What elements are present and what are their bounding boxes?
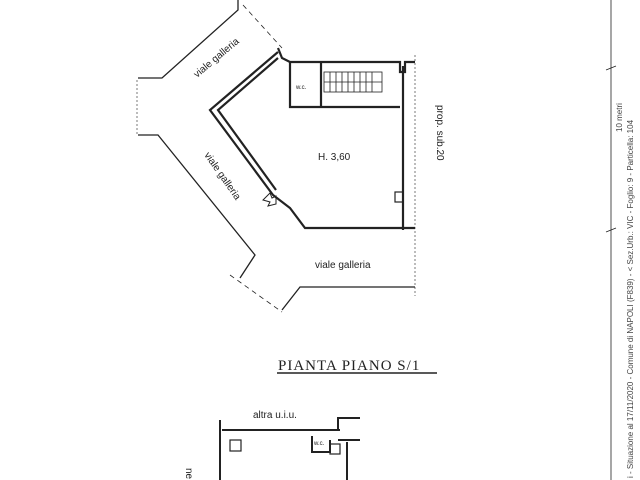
lower-plan-walls xyxy=(219,417,360,480)
lower-side-label: ne xyxy=(183,468,194,480)
street-label: viale galleria xyxy=(192,36,242,80)
floor-title: PIANTA PIANO S/1 xyxy=(278,358,420,374)
cadastral-info: i - Situazione al 17/11/2020 - Comune di… xyxy=(626,119,635,478)
street-label: viale galleria xyxy=(315,260,371,271)
street-outline xyxy=(138,134,256,279)
stairs xyxy=(323,71,383,93)
street-label: viale galleria xyxy=(202,150,243,202)
wc-label: w.c. xyxy=(295,85,307,91)
unit-walls xyxy=(208,47,415,230)
neighbor-label: prop. sub.20 xyxy=(434,105,445,161)
street-outline xyxy=(281,286,415,311)
scale-label: 10 metri xyxy=(615,103,624,132)
entrance-arrow-icon xyxy=(262,192,277,207)
lower-wc-label: w.c. xyxy=(313,441,325,447)
room-height-label: H. 3,60 xyxy=(318,152,351,163)
lower-neighbor-label: altra u.i.u. xyxy=(253,410,297,421)
street-outline xyxy=(138,0,239,79)
